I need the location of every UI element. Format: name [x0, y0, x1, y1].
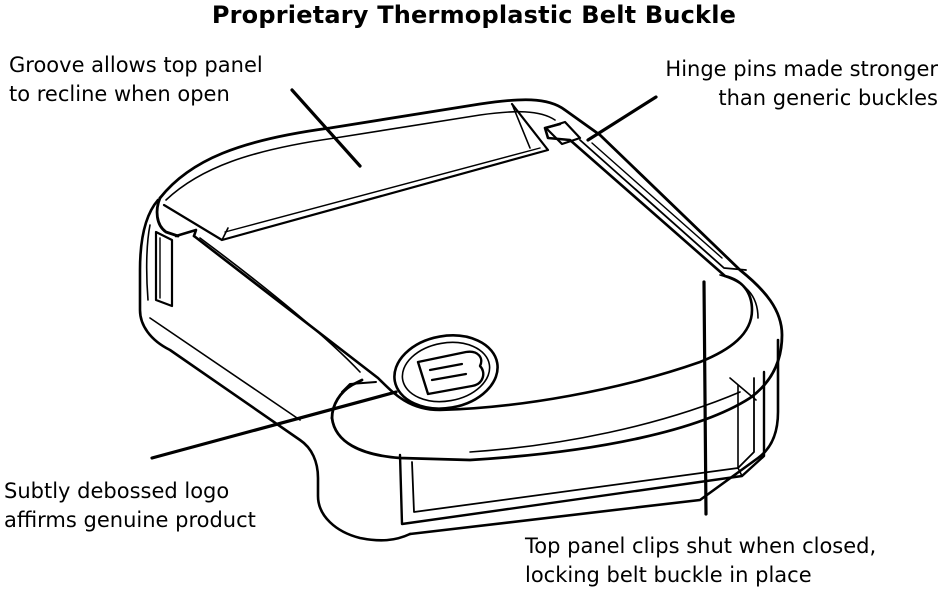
leader-logo — [150, 390, 398, 460]
callout-clip: Top panel clips shut when closed, lockin… — [525, 532, 876, 590]
callout-logo-line-2: affirms genuine product — [4, 508, 256, 532]
leader-hinge — [586, 95, 658, 142]
hinge-pin-right — [544, 120, 582, 146]
callout-hinge-line-1: Hinge pins made stronger — [665, 57, 938, 81]
callout-hinge-line-2: than generic buckles — [718, 86, 938, 110]
logo-emblem — [393, 334, 499, 410]
buckle-base — [138, 198, 780, 542]
callout-logo: Subtly debossed logo affirms genuine pro… — [4, 477, 256, 535]
belt-slot — [398, 370, 766, 526]
callout-hinge: Hinge pins made stronger than generic bu… — [665, 55, 938, 113]
callout-clip-line-1: Top panel clips shut when closed, — [525, 534, 877, 558]
buckle-frame — [155, 98, 784, 462]
leader-groove — [290, 88, 362, 168]
recline-panel — [162, 102, 550, 242]
callout-clip-line-2: locking belt buckle in place — [525, 563, 812, 587]
callout-groove: Groove allows top panel to recline when … — [9, 51, 263, 109]
diagram-title: Proprietary Thermoplastic Belt Buckle — [211, 1, 737, 29]
callout-groove-line-2: to recline when open — [9, 82, 230, 106]
leader-lines — [150, 88, 708, 516]
callout-groove-line-1: Groove allows top panel — [9, 53, 263, 77]
callout-logo-line-1: Subtly debossed logo — [4, 479, 230, 503]
hinge-pin-left — [154, 230, 174, 308]
clip-ridge — [341, 381, 741, 453]
leader-clip — [702, 280, 708, 516]
